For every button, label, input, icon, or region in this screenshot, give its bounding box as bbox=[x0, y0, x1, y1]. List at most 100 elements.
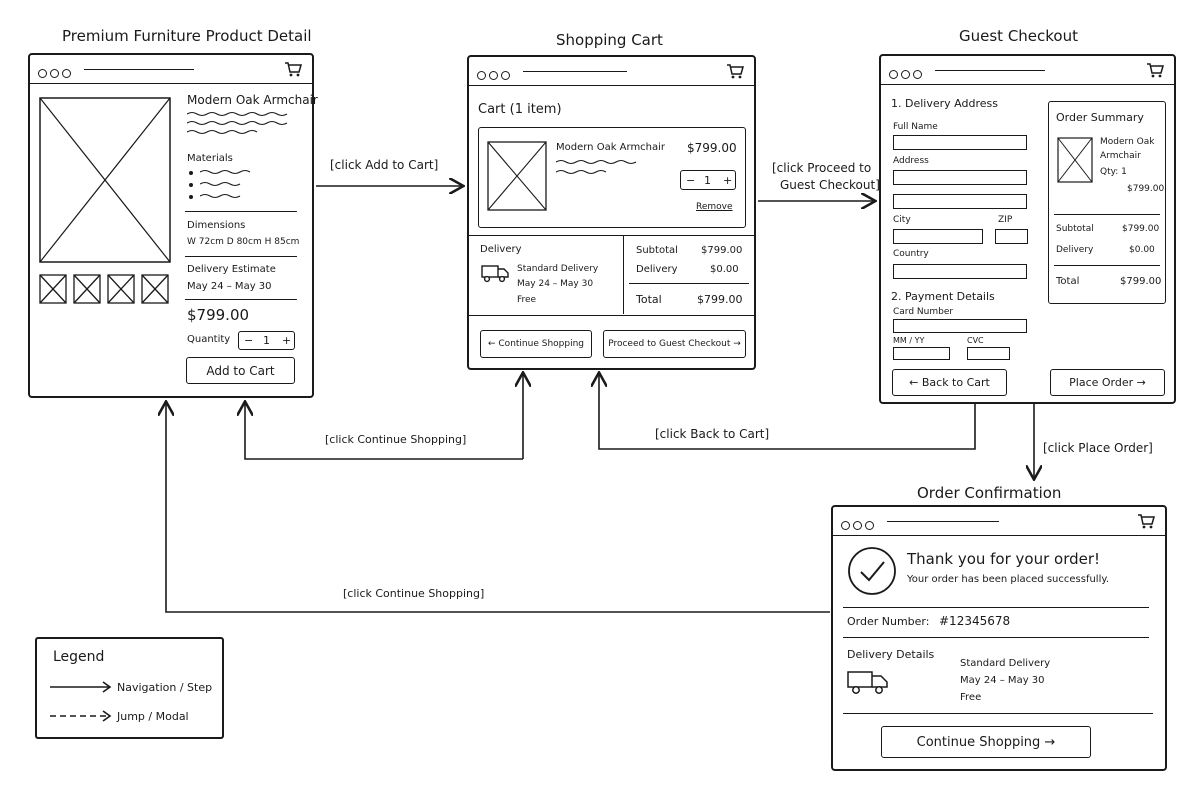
product-detail-window: Modern Oak Armchair Materials Dimensions… bbox=[28, 53, 318, 398]
full-name-label: Full Name bbox=[893, 122, 938, 132]
cvc-field[interactable] bbox=[967, 347, 1010, 360]
cart-delivery-dates: May 24 – May 30 bbox=[517, 279, 594, 289]
divider bbox=[469, 235, 754, 236]
address-bar bbox=[523, 71, 627, 72]
cart-icon[interactable] bbox=[726, 63, 744, 79]
titlebar-divider bbox=[30, 83, 312, 84]
divider bbox=[843, 607, 1149, 608]
truck-icon bbox=[847, 671, 888, 694]
legend-panel: Legend Navigation / Step Jump / Modal bbox=[35, 637, 224, 739]
full-name-field[interactable] bbox=[893, 135, 1027, 150]
materials-bullet bbox=[189, 183, 193, 187]
summary-qty: Qty: 1 bbox=[1100, 167, 1127, 177]
city-field[interactable] bbox=[893, 229, 983, 244]
guest-checkout-window: 1. Delivery Address Full Name Address Ci… bbox=[879, 54, 1176, 404]
cart-subtotal-label: Subtotal bbox=[636, 245, 678, 256]
cart-total-value: $799.00 bbox=[697, 293, 743, 306]
thank-you-heading: Thank you for your order! bbox=[907, 550, 1101, 568]
divider bbox=[1054, 214, 1160, 215]
confirmation-delivery-dates: May 24 – May 30 bbox=[960, 675, 1045, 686]
caption-add-to-cart: [click Add to Cart] bbox=[330, 158, 439, 172]
cvc-label: CVC bbox=[967, 336, 984, 345]
expiry-field[interactable] bbox=[893, 347, 950, 360]
continue-shopping-button[interactable]: ← Continue Shopping bbox=[480, 330, 592, 358]
summary-item-name-line2: Armchair bbox=[1100, 151, 1141, 161]
browser-titlebar bbox=[833, 507, 1165, 535]
confirmation-delivery-method: Standard Delivery bbox=[960, 658, 1051, 669]
caption-continue-shopping-confirm: [click Continue Shopping] bbox=[343, 587, 485, 600]
cart-icon[interactable] bbox=[1137, 513, 1155, 529]
quantity-stepper: − 1 + bbox=[680, 170, 736, 190]
address-label: Address bbox=[893, 156, 929, 166]
legend-title: Legend bbox=[53, 649, 105, 665]
remove-link[interactable]: Remove bbox=[696, 202, 733, 212]
delivery-details-label: Delivery Details bbox=[847, 648, 935, 661]
qty-value: 1 bbox=[263, 334, 270, 347]
order-number-label: Order Number: bbox=[847, 615, 930, 628]
address-bar bbox=[887, 521, 999, 522]
cart-heading: Cart (1 item) bbox=[478, 102, 562, 117]
arrow-back-to-cart bbox=[599, 374, 976, 450]
address-field[interactable] bbox=[893, 170, 1027, 185]
summary-delivery-value: $0.00 bbox=[1129, 245, 1155, 255]
legend-dashed-label: Jump / Modal bbox=[117, 710, 189, 723]
window-controls bbox=[889, 64, 925, 83]
summary-total-value: $799.00 bbox=[1120, 276, 1162, 287]
country-field[interactable] bbox=[893, 264, 1027, 279]
country-label: Country bbox=[893, 249, 929, 259]
summary-delivery-label: Delivery bbox=[1056, 245, 1094, 255]
dashed-arrow-icon bbox=[50, 710, 112, 722]
caption-proceed-line2: Guest Checkout] bbox=[780, 178, 880, 192]
shopping-cart-window: Cart (1 item) Modern Oak Armchair $799.0… bbox=[467, 55, 756, 370]
cart-total-label: Total bbox=[636, 293, 662, 306]
place-order-button[interactable]: Place Order → bbox=[1050, 369, 1165, 396]
dimensions-label: Dimensions bbox=[187, 220, 246, 231]
qty-plus-button[interactable]: + bbox=[723, 174, 733, 187]
card-number-label: Card Number bbox=[893, 307, 954, 317]
cart-item-price: $799.00 bbox=[687, 141, 737, 155]
titlebar-divider bbox=[469, 85, 754, 86]
divider bbox=[185, 211, 297, 212]
delivery-address-heading: 1. Delivery Address bbox=[891, 97, 998, 110]
zip-field[interactable] bbox=[995, 229, 1028, 244]
image-placeholder-icon bbox=[487, 141, 547, 211]
back-to-cart-button[interactable]: ← Back to Cart bbox=[892, 369, 1007, 396]
summary-item-price: $799.00 bbox=[1127, 184, 1165, 194]
qty-plus-button[interactable]: + bbox=[282, 334, 292, 347]
payment-details-heading: 2. Payment Details bbox=[891, 290, 995, 303]
cart-icon[interactable] bbox=[1146, 62, 1164, 78]
titlebar-divider bbox=[833, 535, 1165, 536]
materials-label: Materials bbox=[187, 153, 233, 164]
address-field-line2[interactable] bbox=[893, 194, 1027, 209]
summary-total-label: Total bbox=[1056, 276, 1080, 287]
screen-title-confirmation: Order Confirmation bbox=[917, 484, 1062, 502]
qty-minus-button[interactable]: − bbox=[686, 174, 696, 187]
order-summary-title: Order Summary bbox=[1056, 111, 1144, 124]
materials-bullet bbox=[189, 195, 193, 199]
summary-subtotal-label: Subtotal bbox=[1056, 224, 1094, 234]
cart-item-name: Modern Oak Armchair bbox=[556, 142, 666, 153]
delivery-estimate-dates: May 24 – May 30 bbox=[187, 281, 272, 292]
divider bbox=[185, 256, 297, 257]
product-name: Modern Oak Armchair bbox=[187, 93, 318, 107]
screen-title-product: Premium Furniture Product Detail bbox=[62, 27, 312, 45]
proceed-to-checkout-button[interactable]: Proceed to Guest Checkout → bbox=[603, 330, 746, 358]
cart-item-scribble bbox=[556, 159, 637, 175]
caption-proceed-line1: [click Proceed to bbox=[772, 161, 872, 175]
qty-value: 1 bbox=[704, 174, 711, 187]
thumbnail-strip[interactable] bbox=[39, 274, 171, 306]
caption-place-order: [click Place Order] bbox=[1043, 441, 1153, 455]
cart-icon[interactable] bbox=[284, 61, 302, 77]
cart-item-card: Modern Oak Armchair $799.00 − 1 + Remove bbox=[478, 127, 746, 228]
summary-item-name: Modern Oak bbox=[1100, 137, 1155, 147]
card-number-field[interactable] bbox=[893, 319, 1027, 333]
materials-bullet bbox=[189, 171, 193, 175]
arrow-continue-shopping-confirm bbox=[166, 403, 830, 613]
add-to-cart-button[interactable]: Add to Cart bbox=[186, 357, 295, 384]
summary-subtotal-value: $799.00 bbox=[1122, 224, 1160, 234]
city-label: City bbox=[893, 215, 911, 225]
qty-minus-button[interactable]: − bbox=[244, 334, 254, 347]
zip-label: ZIP bbox=[998, 215, 1013, 225]
continue-shopping-button[interactable]: Continue Shopping → bbox=[881, 726, 1091, 758]
